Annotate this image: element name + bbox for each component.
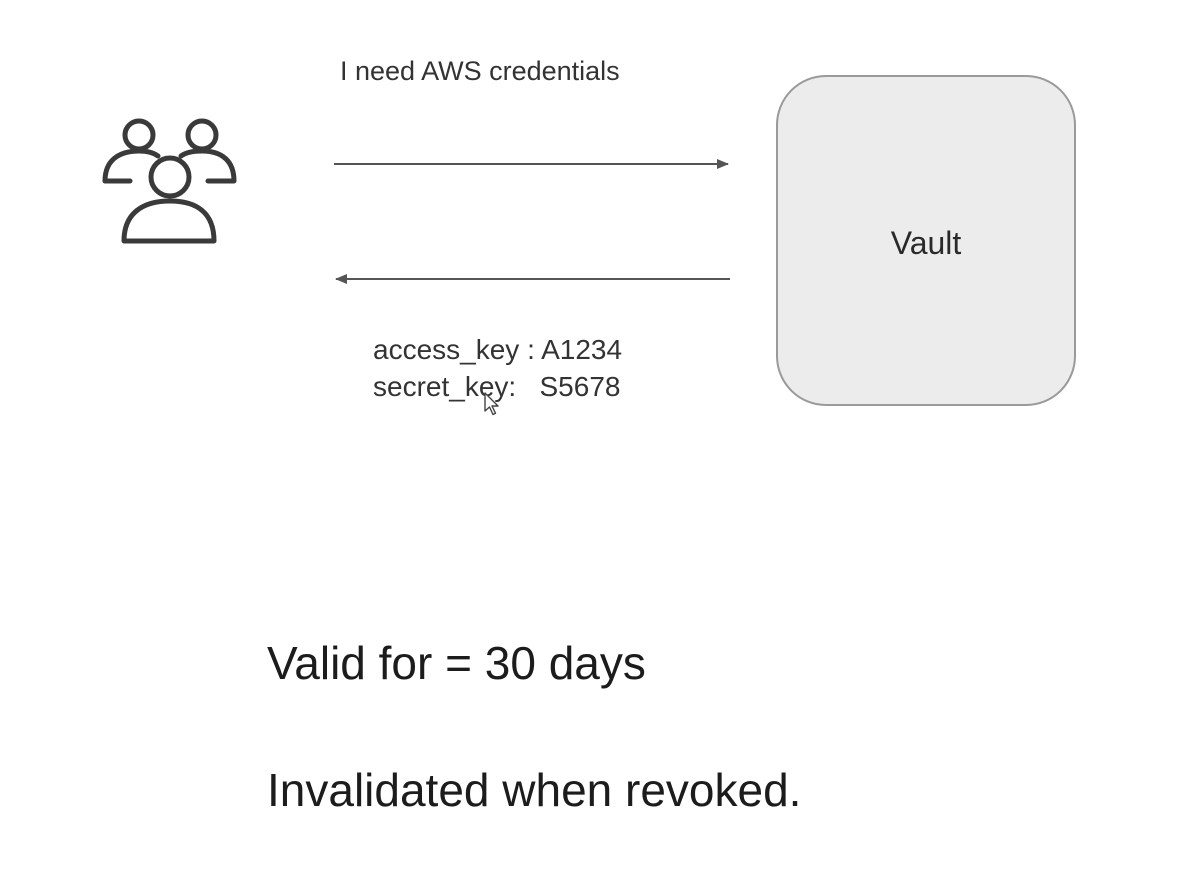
secret-key-text: secret_key: S5678 — [373, 371, 621, 402]
users-group-icon — [100, 115, 240, 247]
mouse-pointer-icon — [484, 392, 500, 416]
access-key-text: access_key : A1234 — [373, 334, 623, 365]
request-label: I need AWS credentials — [340, 56, 620, 86]
vault-label: Vault — [890, 225, 962, 261]
vault-node: Vault — [776, 75, 1076, 406]
validity-note: Valid for = 30 days — [267, 637, 646, 689]
revocation-note: Invalidated when revoked. — [267, 764, 802, 816]
